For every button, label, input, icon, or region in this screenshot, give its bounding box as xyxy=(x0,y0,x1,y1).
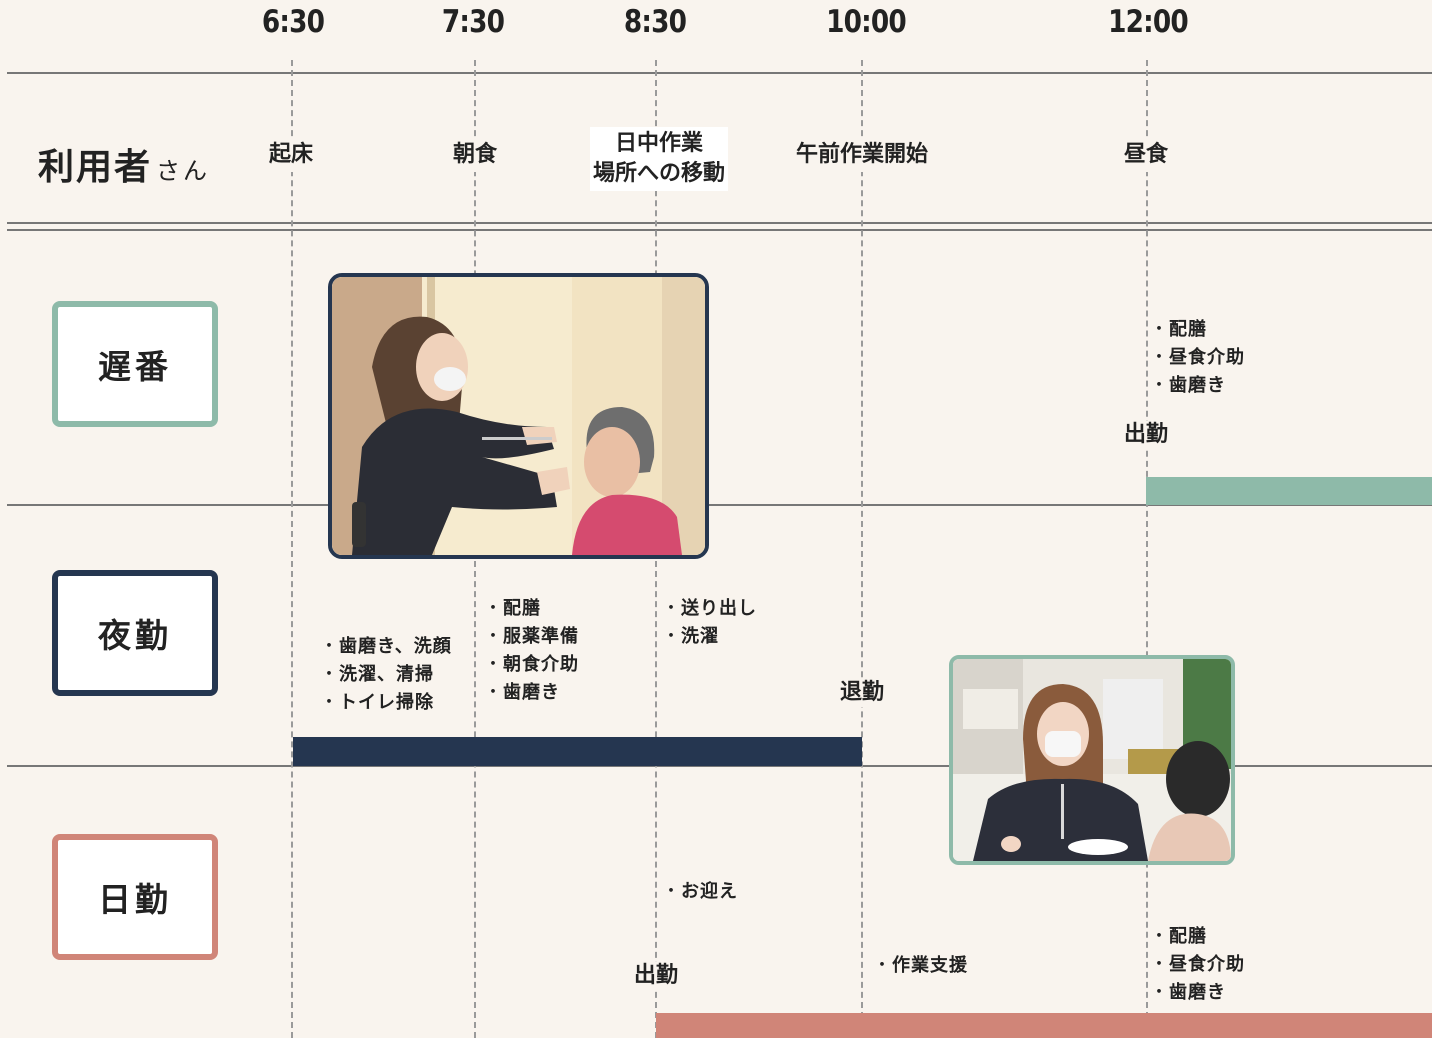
event-morning-work: 午前作業開始 xyxy=(792,138,932,172)
task-item: 歯磨き xyxy=(1150,979,1245,1007)
time-guide-0630 xyxy=(291,60,293,1038)
user-row-title-suffix: さん xyxy=(156,157,211,185)
task-item: 歯磨き、洗顔 xyxy=(320,633,452,661)
night-tasks-send: 送り出し 洗濯 xyxy=(662,595,757,651)
photo-toothbrushing-image xyxy=(332,277,705,555)
day-tasks-arrive: お迎え xyxy=(662,878,738,906)
task-item: 朝食介助 xyxy=(484,651,579,679)
day-tasks-noon: 配膳 昼食介助 歯磨き xyxy=(1150,923,1245,1007)
task-item: 洗濯 xyxy=(662,623,757,651)
user-row-title: 利用者さん xyxy=(38,138,210,190)
task-item: 昼食介助 xyxy=(1150,344,1245,372)
night-shift-bar xyxy=(293,737,862,766)
task-item: 配膳 xyxy=(1150,923,1245,951)
task-item: 配膳 xyxy=(484,595,579,623)
late-shift-bar xyxy=(1146,477,1432,505)
day-start-label: 出勤 xyxy=(633,962,679,990)
user-row-rule-bottom xyxy=(7,229,1432,231)
event-move-line1: 日中作業 xyxy=(614,131,704,156)
shift-box-late: 遅番 xyxy=(52,301,218,427)
task-item: 送り出し xyxy=(662,595,757,623)
task-item: 昼食介助 xyxy=(1150,951,1245,979)
shift-box-day: 日勤 xyxy=(52,834,218,960)
photo-toothbrushing xyxy=(328,273,709,559)
time-label-1000: 10:00 xyxy=(826,4,906,40)
header-rule xyxy=(7,72,1432,74)
day-shift-bar xyxy=(656,1013,1432,1038)
shift-box-night: 夜勤 xyxy=(52,570,218,696)
task-item: 洗濯、清掃 xyxy=(320,661,452,689)
task-item: 配膳 xyxy=(1150,316,1245,344)
task-item: 作業支援 xyxy=(873,952,968,980)
event-move-line2: 場所への移動 xyxy=(592,161,726,186)
user-row-rule-top xyxy=(7,222,1432,224)
photo-meal-assist-image xyxy=(953,659,1231,861)
time-label-1200: 12:00 xyxy=(1108,4,1188,40)
time-guide-1000 xyxy=(861,60,863,1038)
event-breakfast: 朝食 xyxy=(449,138,501,172)
event-move-to-work: 日中作業 場所への移動 xyxy=(589,127,729,191)
event-lunch: 昼食 xyxy=(1120,138,1172,172)
time-label-0830: 8:30 xyxy=(623,4,687,40)
night-tasks-early: 歯磨き、洗顔 洗濯、清掃 トイレ掃除 xyxy=(320,633,452,717)
event-wake: 起床 xyxy=(265,138,317,172)
late-start-label: 出勤 xyxy=(1123,421,1169,449)
night-end-label: 退勤 xyxy=(839,679,885,707)
task-item: 歯磨き xyxy=(484,679,579,707)
user-row-title-text: 利用者 xyxy=(38,147,153,188)
late-row-rule xyxy=(7,504,1432,506)
late-tasks-noon: 配膳 昼食介助 歯磨き xyxy=(1150,316,1245,400)
photo-meal-assist xyxy=(949,655,1235,865)
task-item: 服薬準備 xyxy=(484,623,579,651)
day-tasks-work: 作業支援 xyxy=(873,952,968,980)
night-tasks-breakfast: 配膳 服薬準備 朝食介助 歯磨き xyxy=(484,595,579,707)
time-label-0630: 6:30 xyxy=(261,4,325,40)
task-item: お迎え xyxy=(662,878,738,906)
time-label-0730: 7:30 xyxy=(441,4,505,40)
task-item: 歯磨き xyxy=(1150,372,1245,400)
task-item: トイレ掃除 xyxy=(320,689,452,717)
time-guide-1200 xyxy=(1146,60,1148,1038)
